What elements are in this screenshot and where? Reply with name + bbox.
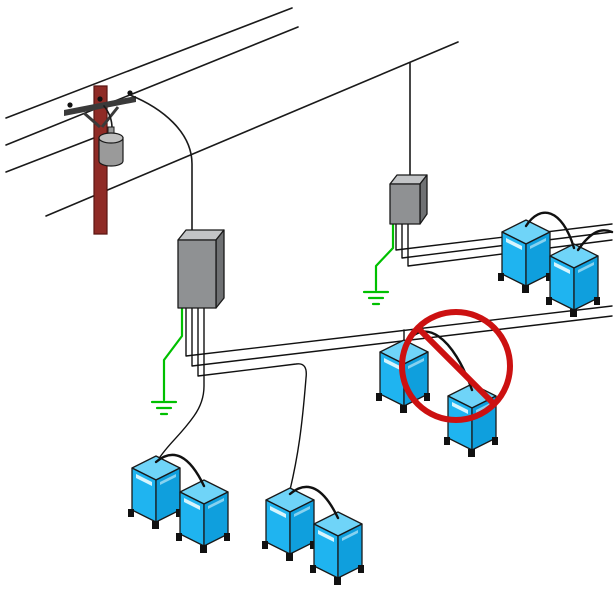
machine-cabinet — [545, 243, 601, 318]
ground-symbol-icon — [152, 402, 176, 414]
power-line — [6, 27, 298, 145]
transformer — [99, 106, 123, 166]
machine-pair-bottom-left — [127, 455, 231, 554]
machine-pair-bottom-middle — [261, 487, 365, 586]
machine-cabinet — [127, 455, 183, 530]
ground-main — [152, 308, 182, 414]
transformer-top — [99, 133, 123, 143]
ground-symbol-icon — [364, 292, 388, 304]
insulator-icon — [97, 96, 103, 102]
interconnect-cable — [526, 213, 574, 248]
interconnect-cable — [578, 230, 612, 250]
interconnect-cable — [156, 455, 204, 486]
ground-sub — [364, 224, 393, 304]
prohibition-symbol-icon — [402, 312, 510, 420]
service-drop-main — [130, 95, 192, 232]
sub-panel — [390, 175, 427, 224]
machine-pair-top-right — [497, 213, 612, 318]
main-panel — [178, 230, 224, 308]
interconnect-cable — [290, 487, 338, 518]
transformer-body — [99, 138, 123, 166]
insulator-icon — [127, 90, 133, 96]
machine-cabinet — [261, 487, 317, 562]
power-line — [46, 42, 458, 216]
machine-cabinet — [309, 511, 365, 586]
power-line — [6, 8, 292, 118]
machine-cabinet — [175, 479, 231, 554]
power-lines — [6, 8, 458, 216]
insulator-icon — [67, 102, 73, 108]
crossarm — [64, 96, 136, 116]
feeder-runs-main — [158, 306, 612, 490]
machine-cabinet — [497, 219, 553, 294]
